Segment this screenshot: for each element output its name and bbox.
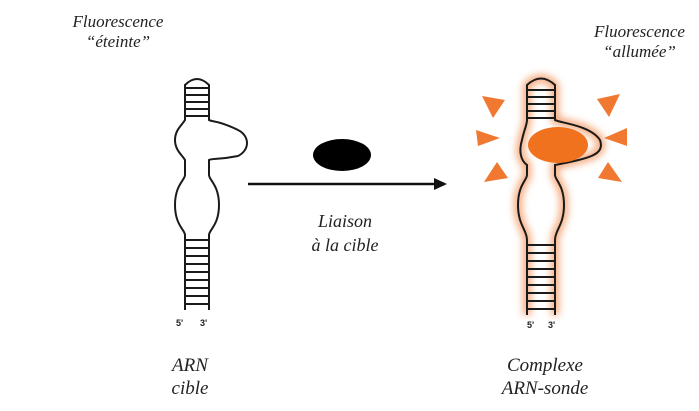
complex-glow bbox=[518, 79, 601, 316]
ray-top-right bbox=[597, 94, 620, 117]
ray-bottom-left bbox=[484, 162, 508, 182]
binding-arrow bbox=[248, 178, 447, 190]
free-probe bbox=[313, 139, 371, 171]
arrow-head bbox=[434, 178, 447, 190]
ray-mid-right bbox=[604, 128, 627, 146]
complex-3prime: 3' bbox=[548, 320, 555, 330]
target-rna-3prime: 3' bbox=[200, 318, 207, 328]
ray-bottom-right bbox=[598, 162, 622, 182]
ray-top-left bbox=[482, 96, 505, 118]
ray-mid-left bbox=[476, 130, 500, 146]
target-rna-outline bbox=[175, 79, 247, 310]
target-rna-5prime: 5' bbox=[176, 318, 183, 328]
target-rna-hairpin bbox=[175, 79, 247, 310]
bound-probe bbox=[528, 127, 588, 163]
complex-5prime: 5' bbox=[527, 320, 534, 330]
